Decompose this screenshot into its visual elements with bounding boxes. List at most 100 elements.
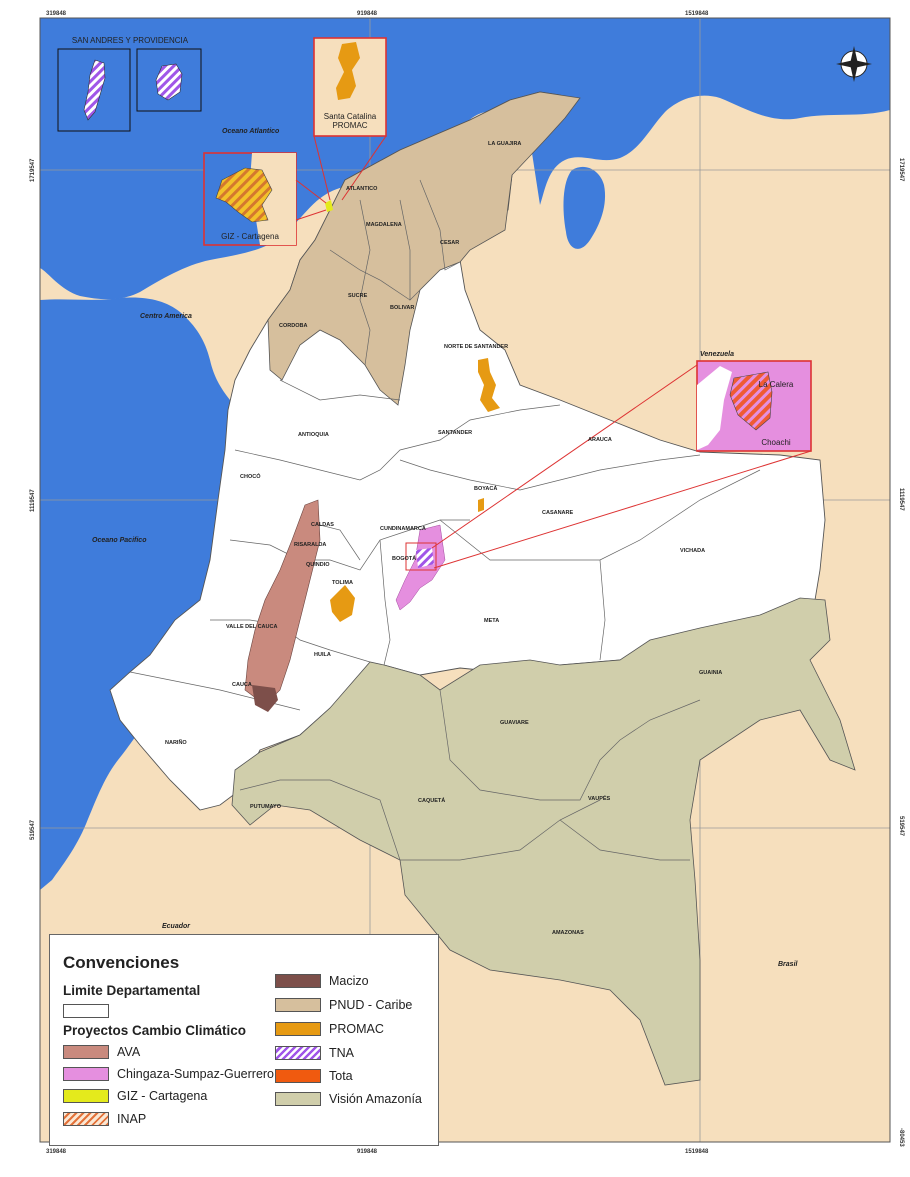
dept-tolima: TOLIMA [332,580,353,586]
legend-swatch-giz [63,1089,109,1103]
legend-label-pnud: PNUD - Caribe [329,998,413,1012]
giz-inset-label: GIZ - Cartagena [221,232,279,241]
dept-casanare: CASANARE [542,510,574,516]
legend-item-amazonia: Visión Amazonía [275,1091,422,1107]
giz-leader-2 [295,209,327,221]
calera-inset-area [729,371,773,431]
dept-valle: VALLE DEL CAUCA [226,624,277,630]
coord-top-1: 319848 [46,11,67,17]
legend-label-tna: TNA [329,1046,354,1060]
dept-santander: SANTANDER [438,430,472,436]
macizo-region [252,685,278,712]
calera-inset-label: La Calera [759,380,794,389]
giz-leader-1 [295,179,327,204]
legend-swatch-macizo [275,974,321,988]
dept-narino: NARIÑO [165,739,187,746]
pnud-caribe-region [267,91,581,406]
legend-item-chingaza: Chingaza-Sumpaz-Guerrero [63,1066,274,1082]
dept-cauca: CAUCA [232,682,252,688]
legend-label-giz: GIZ - Cartagena [117,1089,208,1103]
promac-tolima [330,585,355,622]
dept-arauca: ARAUCA [588,437,612,443]
legend-swatch-ava [63,1045,109,1059]
dept-cundinamarca: CUNDINAMARCA [380,526,426,532]
north-arrow-icon [836,46,872,82]
dept-sucre: SUCRE [348,293,368,299]
legend-label-chingaza: Chingaza-Sumpaz-Guerrero [117,1067,275,1081]
legend-item-macizo: Macizo [275,973,369,989]
dept-la-guajira: LA GUAJIRA [488,141,521,147]
oceano-pacifico-label: Oceano Pacifico [92,537,147,544]
department-boundaries [129,179,761,861]
legend-item-ava: AVA [63,1044,140,1060]
coastal-lake [563,166,606,249]
coord-right-1: 1719547 [898,158,904,182]
dept-boyaca: BOYACÁ [474,485,497,492]
tna-region [416,548,434,568]
legend-item-tota: Tota [275,1068,353,1084]
coord-right-2: 1119547 [898,488,904,511]
calera-inset-white [697,366,732,450]
promac-santander [478,358,500,412]
dept-choco: CHOCÓ [240,472,261,480]
legend-label-inap: INAP [117,1112,147,1126]
legend-swatch-chingaza [63,1067,109,1081]
coord-left-1: 1719547 [30,158,36,182]
dept-caldas: CALDAS [311,522,334,528]
coord-right-3: 519547 [898,816,904,837]
centro-america-label: Centro America [140,313,192,320]
chingaza-region [395,524,446,611]
ecuador-label: Ecuador [162,923,191,930]
dept-meta: META [484,618,499,624]
legend: Convenciones Limite Departamental Proyec… [49,934,439,1146]
providencia-island [155,63,183,101]
santa-catalina-promac-label: PROMAC [332,121,367,130]
legend-item-giz: GIZ - Cartagena [63,1088,207,1104]
vision-amazonia-region [231,597,856,1086]
coord-bottom-2: 919848 [357,1149,378,1155]
dept-huila: HUILA [314,652,331,658]
legend-swatch-pnud [275,998,321,1012]
coord-left-3: 519547 [30,819,36,840]
legend-item-promac: PROMAC [275,1021,384,1037]
legend-label-ava: AVA [117,1045,141,1059]
dept-risaralda: RISARALDA [294,542,326,548]
coord-top-2: 919848 [357,11,378,17]
dept-caqueta: CAQUETÁ [418,797,445,804]
coord-bottom-3: 1519848 [685,1149,709,1155]
oceano-atlantico-label: Oceano Atlantico [222,128,280,135]
legend-label-promac: PROMAC [329,1022,384,1036]
dept-vaupes: VAUPÉS [588,794,611,802]
dept-vichada: VICHADA [680,548,705,554]
tota-region [478,498,484,512]
dept-bogota: BOGOTÁ [392,555,416,562]
dept-guaviare: GUAVIARE [500,720,529,726]
legend-swatch-tota [275,1069,321,1083]
san-andres-island [83,59,106,121]
legend-label-macizo: Macizo [329,974,369,988]
pacific-ocean [40,297,238,890]
legend-title: Convenciones [63,953,180,972]
dept-antioquia: ANTIOQUIA [298,432,329,438]
santa-catalina-label: Santa Catalina [324,112,377,121]
giz-inset-area [215,167,273,223]
legend-label-tota: Tota [329,1069,353,1083]
santa-catalina-promac [336,42,360,100]
dept-norte-santander: NORTE DE SANTANDER [444,344,508,350]
brasil-label: Brasil [778,961,799,968]
santa-catalina-leader-2 [341,135,387,201]
dept-cesar: CESAR [440,240,459,246]
calera-source-box [405,542,437,571]
dept-quindio: QUINDIO [306,562,330,568]
choachi-inset-label: Choachi [761,438,791,447]
legend-swatch-promac [275,1022,321,1036]
legend-limit-swatch [63,1004,109,1018]
legend-projects-heading: Proyectos Cambio Climático [63,1023,247,1038]
legend-item-tna: TNA [275,1045,354,1061]
legend-swatch-inap [63,1112,109,1126]
venezuela-label: Venezuela [700,351,734,358]
legend-item-pnud: PNUD - Caribe [275,997,412,1013]
legend-item-inap: INAP [63,1111,146,1127]
legend-swatch-amazonia [275,1092,321,1106]
coord-right-4: -80453 [898,1128,904,1147]
